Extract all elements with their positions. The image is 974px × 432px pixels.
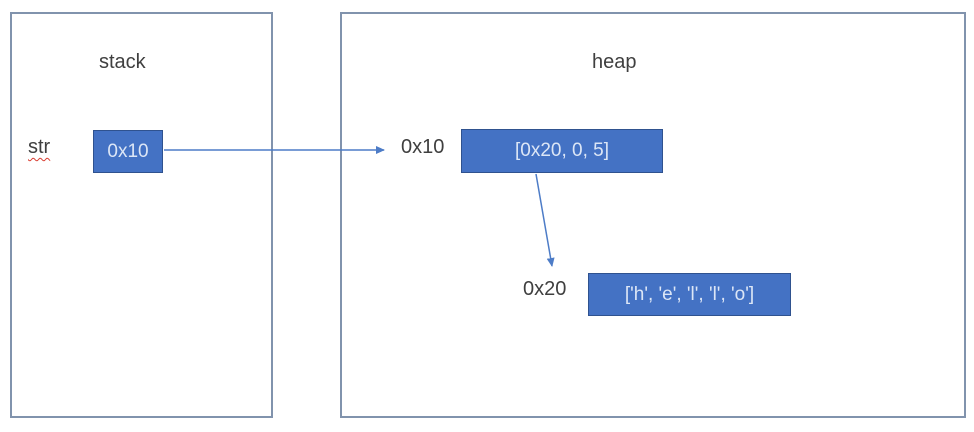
heap-metadata-cell: [0x20, 0, 5] [461, 129, 663, 173]
heap-panel [340, 12, 966, 418]
variable-name-label: str [28, 136, 51, 158]
heap-address-label-0x20: 0x20 [523, 278, 567, 300]
stack-pointer-cell: 0x10 [93, 130, 163, 173]
heap-chars-cell: ['h', 'e', 'l', 'l', 'o'] [588, 273, 791, 316]
stack-panel-title: stack [99, 51, 146, 73]
stack-panel [10, 12, 273, 418]
heap-panel-title: heap [592, 51, 637, 73]
heap-address-label-0x10: 0x10 [401, 136, 445, 158]
